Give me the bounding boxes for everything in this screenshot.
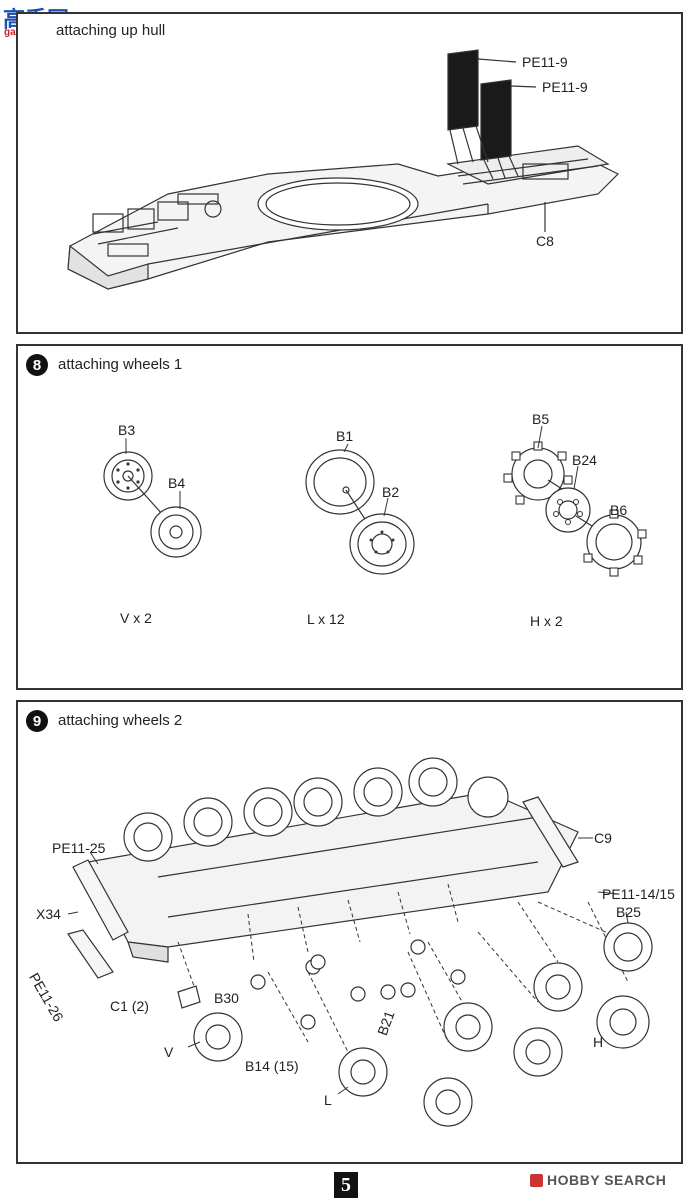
- page-number: 5: [334, 1172, 358, 1198]
- label-b25: B25: [616, 904, 641, 920]
- label-b24: B24: [572, 452, 597, 468]
- step8-title: attaching wheels 1: [58, 356, 183, 373]
- label-c9: C9: [594, 830, 612, 846]
- step8-number-badge: 8: [26, 354, 48, 376]
- step9-number-badge: 9: [26, 710, 48, 732]
- label-h-count: H x 2: [530, 613, 563, 629]
- label-h: H: [593, 1034, 604, 1050]
- label-x34: X34: [36, 906, 61, 922]
- label-b14: B14 (15): [245, 1058, 299, 1074]
- label-b6: B6: [610, 502, 628, 518]
- label-b30: B30: [214, 990, 239, 1006]
- step7-panel: attaching up hull PE11-9 PE11-9 C8: [16, 12, 683, 334]
- label-pe11-25: PE11-25: [52, 840, 106, 856]
- step8-wheels-illustration: [103, 425, 647, 577]
- label-l-count: L x 12: [307, 611, 345, 627]
- step9-title: attaching wheels 2: [58, 712, 183, 729]
- label-b2: B2: [382, 484, 400, 500]
- step7-hull-illustration: [67, 49, 620, 290]
- label-v: V: [164, 1044, 174, 1060]
- label-pe11-14-15: PE11-14/15: [602, 886, 675, 902]
- label-b1: B1: [336, 428, 354, 444]
- label-v-count: V x 2: [120, 610, 152, 626]
- label-c8: C8: [536, 233, 554, 249]
- step9-panel: 9 attaching wheels 2 PE11-25 X34 PE11-26…: [16, 700, 683, 1164]
- label-b5: B5: [532, 411, 550, 427]
- label-b4: B4: [168, 475, 186, 491]
- step9-assembly-illustration: [67, 757, 653, 1127]
- label-c1: C1 (2): [110, 998, 149, 1014]
- label-pe11-9-b: PE11-9: [542, 79, 588, 95]
- brand-icon: [530, 1174, 543, 1187]
- label-l: L: [324, 1092, 332, 1108]
- step7-title: attaching up hull: [56, 22, 166, 39]
- label-b3: B3: [118, 422, 136, 438]
- label-pe11-9-a: PE11-9: [522, 54, 568, 70]
- brand-watermark: HOBBY SEARCH: [547, 1172, 667, 1188]
- step8-panel: 8 attaching wheels 1 B3 B4 B1 B2 B5 B24 …: [16, 344, 683, 690]
